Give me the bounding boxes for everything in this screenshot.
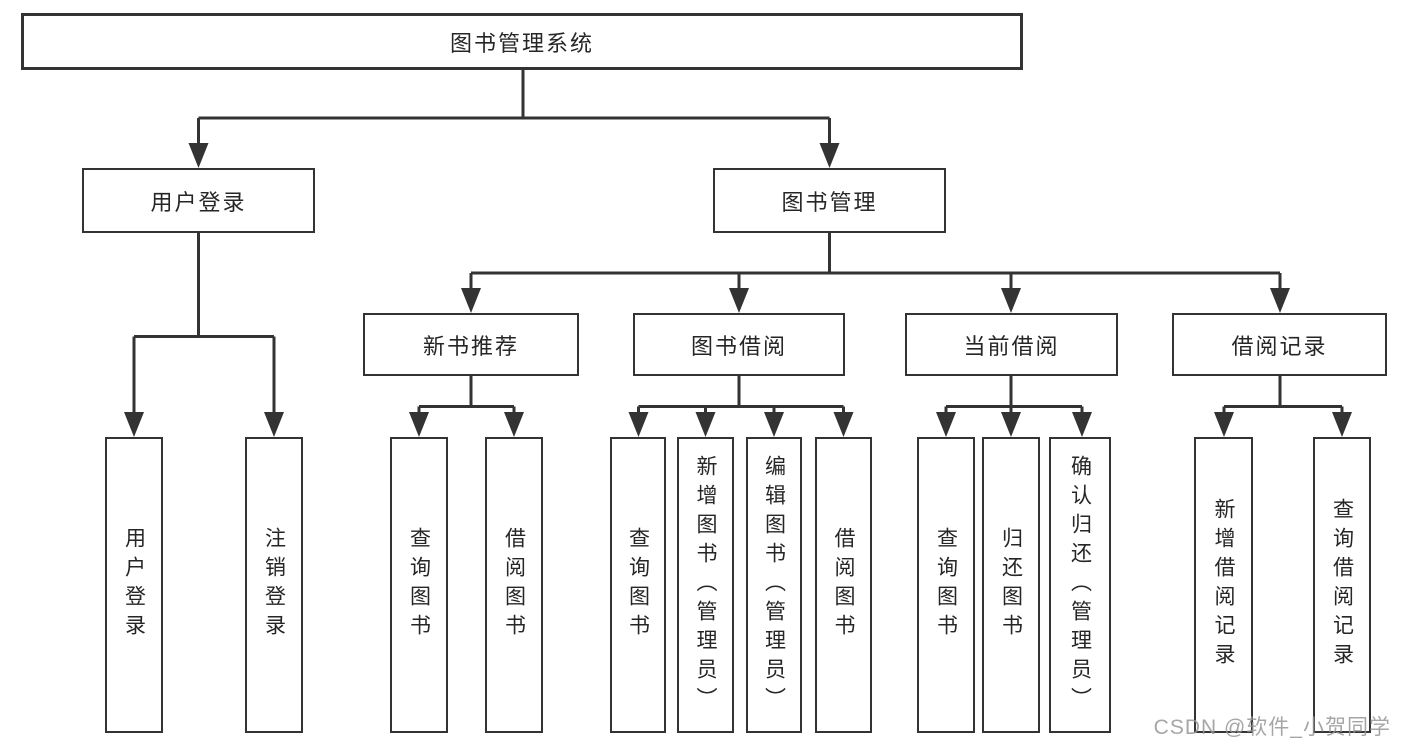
leaf-label: 新增借阅记录	[1212, 498, 1235, 672]
node-label: 当前借阅	[963, 333, 1060, 359]
node-user-login: 用户登录	[82, 168, 315, 233]
node-new-book-recommendation: 新书推荐	[363, 313, 579, 376]
leaf-label: 用户登录	[122, 527, 146, 643]
watermark: CSDN @软件_小贺同学	[1153, 716, 1391, 739]
node-current-borrowing: 当前借阅	[905, 313, 1118, 376]
leaf-label: 查询图书	[407, 527, 431, 643]
leaf-label: 注销登录	[262, 527, 286, 643]
node-label: 用户登录	[150, 189, 247, 215]
leaf-add-borrow-record: 新增借阅记录	[1194, 437, 1253, 733]
leaf-user-login: 用户登录	[105, 437, 163, 733]
leaf-label: 确认归还（管理员）	[1068, 454, 1092, 716]
leaf-label: 归还图书	[999, 527, 1023, 643]
leaf-label: 查询图书	[934, 527, 958, 643]
leaf-query-books-borrowing: 查询图书	[610, 437, 666, 733]
leaf-query-borrow-record: 查询借阅记录	[1313, 437, 1371, 733]
node-library-management-system: 图书管理系统	[21, 13, 1023, 70]
node-label: 图书管理	[781, 189, 878, 215]
leaf-confirm-return-admin: 确认归还（管理员）	[1049, 437, 1111, 733]
node-book-borrowing: 图书借阅	[633, 313, 845, 376]
leaf-logout: 注销登录	[245, 437, 303, 733]
leaf-label: 编辑图书（管理员）	[762, 454, 786, 716]
leaf-return-book: 归还图书	[982, 437, 1040, 733]
node-borrowing-records: 借阅记录	[1172, 313, 1387, 376]
node-book-management: 图书管理	[713, 168, 946, 233]
leaf-edit-book-admin: 编辑图书（管理员）	[746, 437, 802, 733]
leaf-query-books-current: 查询图书	[917, 437, 975, 733]
leaf-query-books-recommend: 查询图书	[390, 437, 448, 733]
leaf-label: 查询借阅记录	[1330, 498, 1354, 672]
leaf-label: 借阅图书	[502, 527, 526, 643]
leaf-label: 查询图书	[626, 527, 650, 643]
leaf-borrow-books-borrowing: 借阅图书	[815, 437, 872, 733]
leaf-label: 借阅图书	[832, 527, 855, 643]
node-label: 图书管理系统	[449, 30, 594, 56]
node-label: 图书借阅	[690, 333, 787, 359]
leaf-borrow-books-recommend: 借阅图书	[485, 437, 543, 733]
leaf-add-book-admin: 新增图书（管理员）	[677, 437, 734, 733]
node-label: 新书推荐	[422, 333, 519, 359]
node-label: 借阅记录	[1231, 333, 1328, 359]
leaf-label: 新增图书（管理员）	[694, 454, 717, 716]
